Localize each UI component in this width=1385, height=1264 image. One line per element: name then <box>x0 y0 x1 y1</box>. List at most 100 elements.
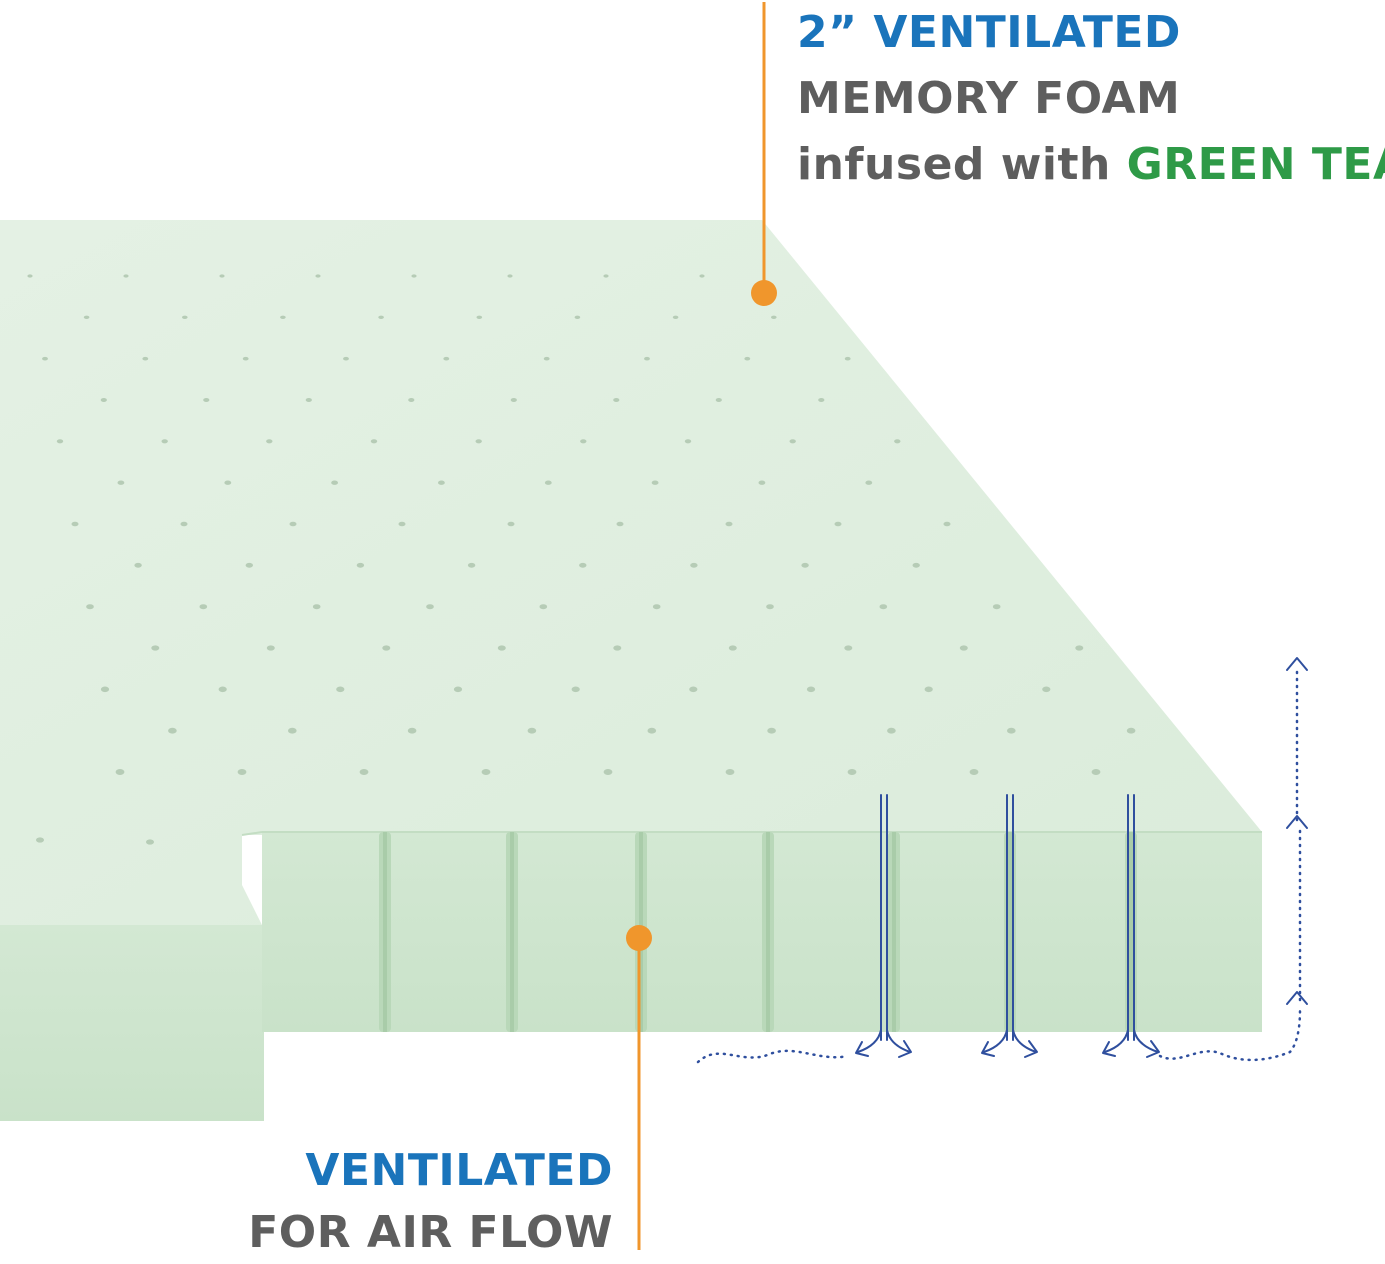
ventilation-hole <box>912 562 920 568</box>
ventilation-hole <box>527 727 537 734</box>
ventilation-hole <box>758 480 766 485</box>
top-callout-line-1: 2” VENTILATED <box>797 7 1181 58</box>
ventilation-hole <box>151 645 160 651</box>
ventilation-hole <box>408 398 415 402</box>
ventilation-hole <box>959 645 968 651</box>
ventilation-hole <box>288 727 297 734</box>
ventilation-hole <box>579 562 587 568</box>
ventilation-hole <box>86 604 94 610</box>
foam-left-block <box>0 925 264 1121</box>
ventilation-hole <box>123 274 129 278</box>
ventilation-hole <box>142 356 149 361</box>
ventilation-hole <box>943 521 951 527</box>
ventilation-hole <box>100 686 110 693</box>
ventilation-hole <box>544 480 552 485</box>
ventilation-hole <box>407 727 417 734</box>
ventilation-groove-shadow <box>892 832 896 1032</box>
ventilation-hole <box>644 356 650 361</box>
ventilation-grooves <box>379 832 1137 1032</box>
ventilation-hole <box>689 686 698 693</box>
ventilation-hole <box>36 837 44 843</box>
ventilation-hole <box>71 521 79 527</box>
ventilation-hole <box>359 769 369 775</box>
ventilation-hole <box>266 645 275 651</box>
ventilation-hole <box>336 686 345 693</box>
ventilation-hole <box>476 315 483 319</box>
ventilation-hole <box>539 604 548 610</box>
ventilation-hole <box>382 645 391 651</box>
ventilation-hole <box>894 439 901 444</box>
ventilation-hole <box>411 274 417 278</box>
ventilation-hole <box>146 839 154 845</box>
ventilation-hole <box>844 645 853 651</box>
top-callout-line-2: MEMORY FOAM <box>797 73 1181 124</box>
ventilation-hole <box>613 398 620 402</box>
ventilation-hole <box>616 521 624 527</box>
ventilation-hole <box>475 439 482 444</box>
top-callout-line-3: infused with GREEN TEA <box>797 132 1385 198</box>
ventilation-hole <box>728 645 737 651</box>
ventilation-hole <box>180 521 188 527</box>
ventilation-hole <box>725 769 735 775</box>
ventilation-hole <box>844 356 851 361</box>
ventilation-hole <box>690 562 698 568</box>
ventilation-hole <box>356 562 365 568</box>
ventilation-hole <box>219 274 225 278</box>
ventilation-hole <box>834 521 842 527</box>
ventilation-hole <box>571 686 580 693</box>
ventilation-hole <box>305 398 312 402</box>
ventilation-hole <box>806 686 816 693</box>
ventilation-hole <box>603 274 609 278</box>
ventilation-hole <box>224 480 232 485</box>
ventilation-hole <box>766 604 774 610</box>
ventilation-hole <box>497 645 506 651</box>
ventilation-hole <box>100 398 107 402</box>
ventilation-hole <box>266 439 273 444</box>
ventilation-hole <box>443 356 450 361</box>
ventilation-hole <box>879 604 888 610</box>
ventilation-hole <box>865 480 873 485</box>
ventilation-hole <box>42 356 48 361</box>
ventilation-hole <box>199 604 208 610</box>
foam-top-surface <box>0 220 1262 925</box>
ventilation-hole <box>1091 769 1101 775</box>
ventilation-hole <box>543 356 550 361</box>
bottom-callout-line-2: FOR AIR FLOW <box>248 1207 613 1258</box>
ventilation-hole <box>744 356 751 361</box>
ventilation-hole <box>315 274 321 278</box>
ventilation-hole <box>801 562 809 568</box>
ventilation-hole <box>161 439 168 444</box>
ventilation-hole <box>647 727 657 734</box>
ventilation-hole <box>574 315 581 319</box>
ventilation-hole <box>684 439 692 444</box>
ventilation-hole <box>887 727 896 734</box>
ventilation-hole <box>818 398 825 402</box>
ventilation-hole <box>969 769 979 775</box>
ventilation-hole <box>289 521 297 527</box>
ventilation-hole <box>767 727 776 734</box>
ventilation-hole <box>652 604 661 610</box>
ventilation-hole <box>715 398 722 402</box>
ventilation-hole <box>56 439 64 444</box>
ventilation-hole <box>771 315 777 319</box>
ventilation-hole <box>613 645 622 651</box>
ventilation-hole <box>1075 645 1084 651</box>
ventilation-groove-shadow <box>383 832 387 1032</box>
ventilation-hole <box>507 521 515 527</box>
ventilation-hole <box>343 356 349 361</box>
ventilation-hole <box>370 439 378 444</box>
ventilation-hole <box>580 439 587 444</box>
ventilation-groove-shadow <box>510 832 514 1032</box>
ventilation-hole <box>1126 727 1136 734</box>
ventilation-hole <box>331 480 338 485</box>
ventilation-groove-shadow <box>766 832 770 1032</box>
ventilation-hole <box>699 274 705 278</box>
ventilation-hole <box>510 398 517 402</box>
ventilation-hole <box>378 315 384 319</box>
top-callout-dot-icon <box>751 280 777 306</box>
ventilation-hole <box>481 769 491 775</box>
ventilation-hole <box>280 315 286 319</box>
ventilation-hole <box>438 480 445 485</box>
